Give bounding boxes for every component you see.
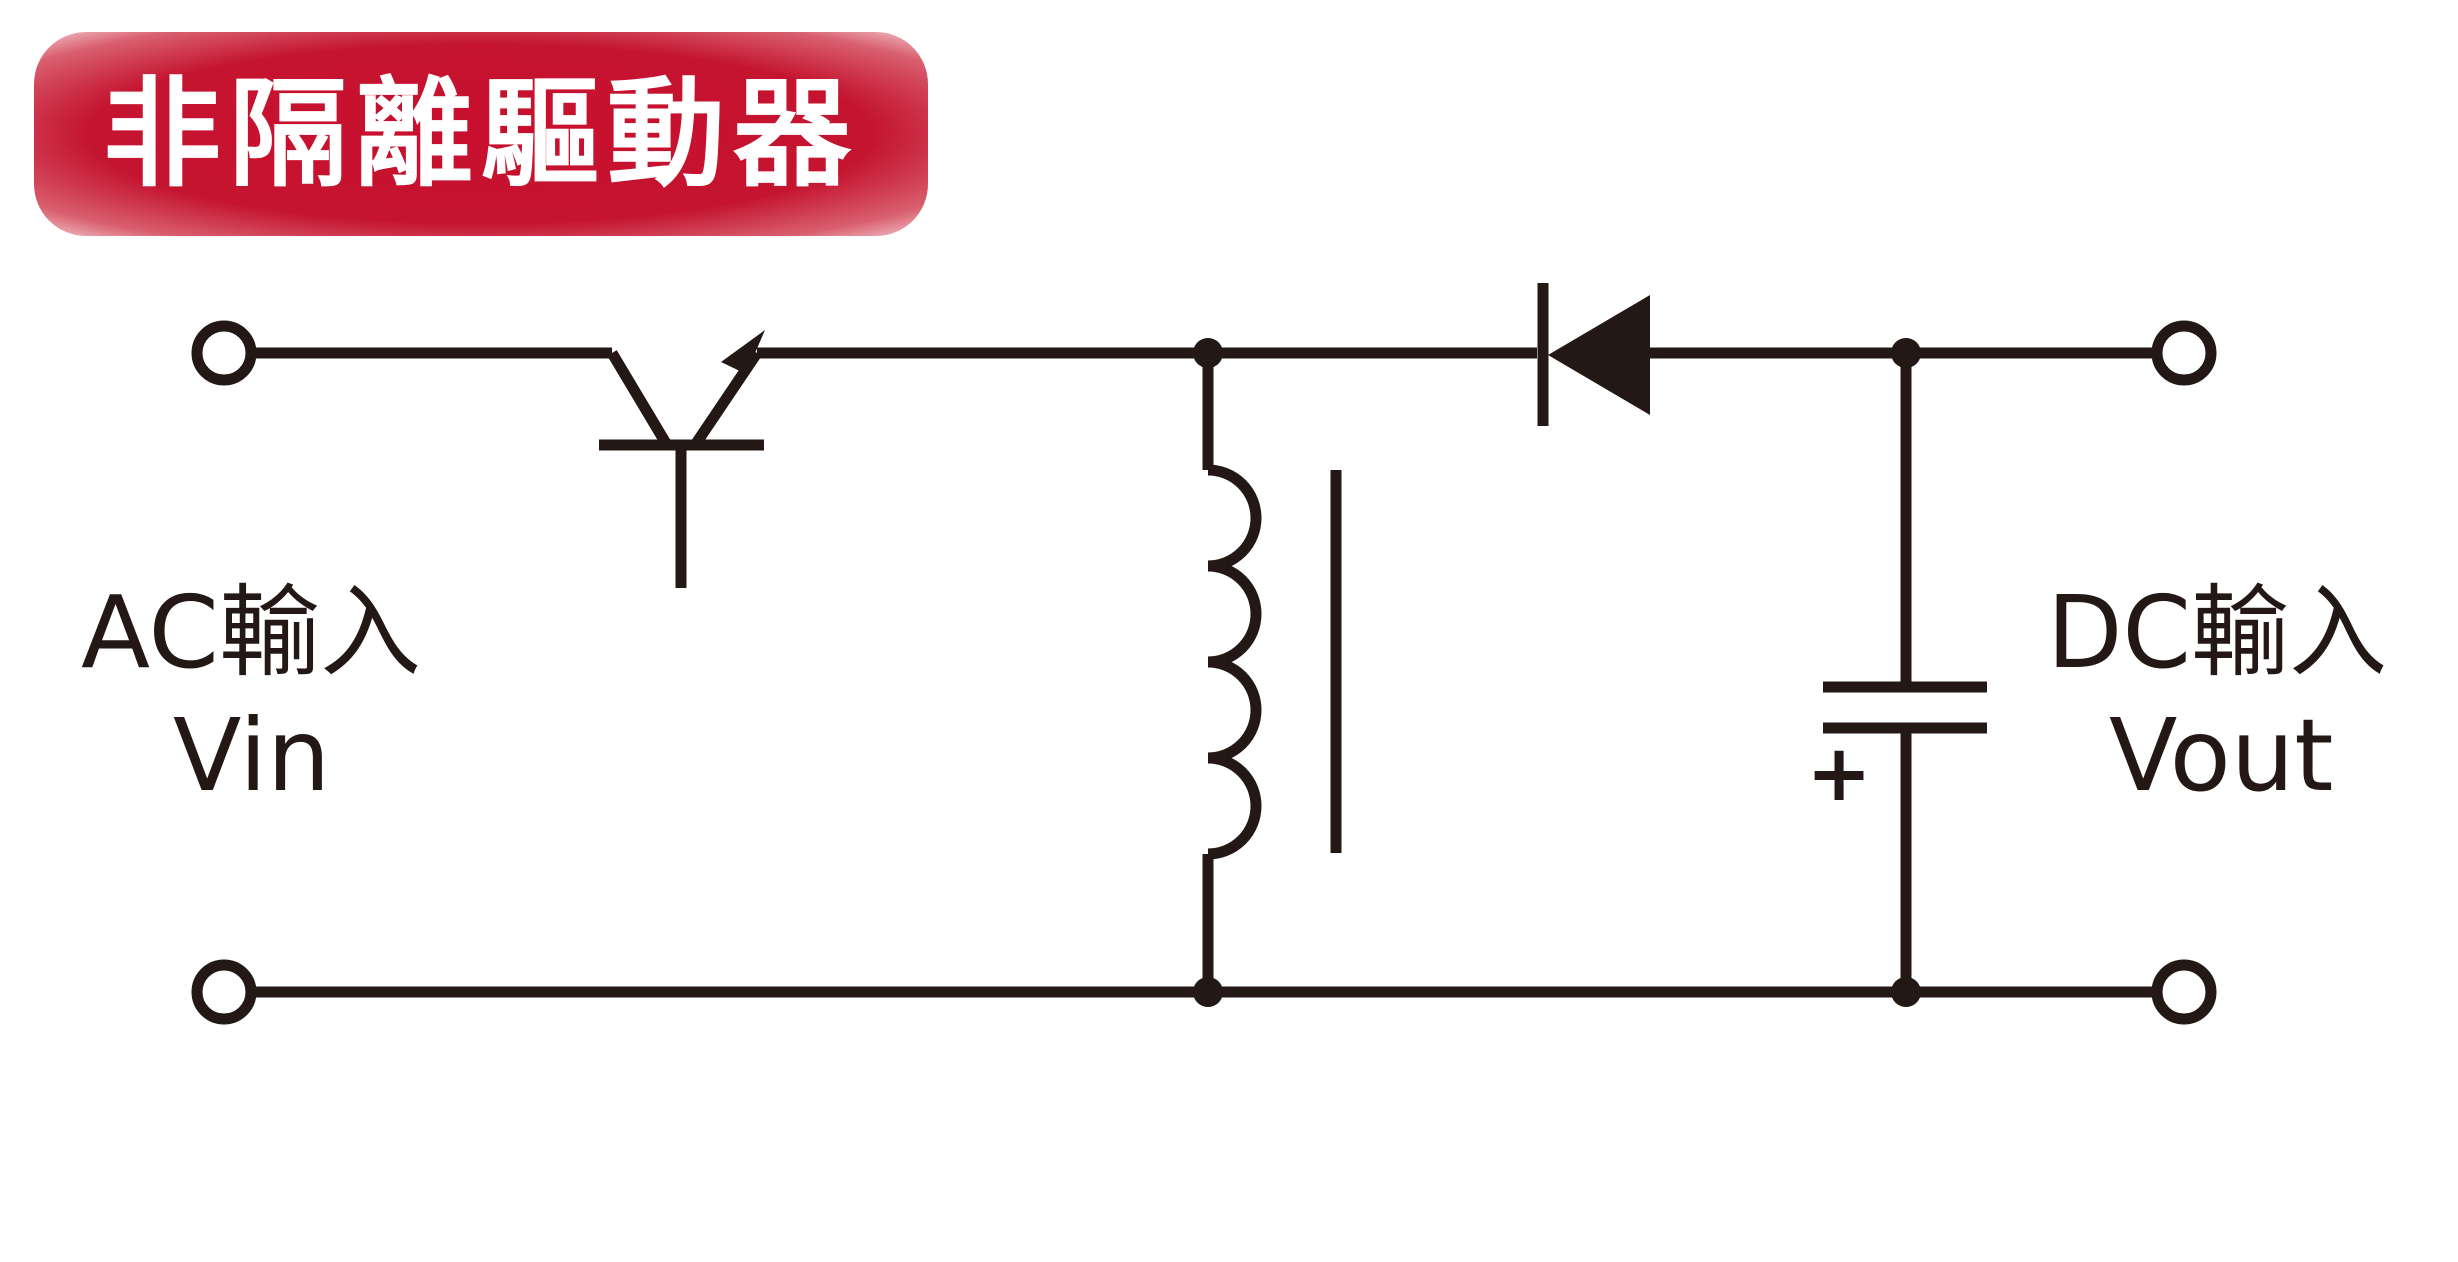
junction-dot [1193, 338, 1223, 368]
input-label-line1: AC輸入 [81, 574, 421, 691]
output-terminal-bottom [2151, 959, 2217, 1025]
junction-dot [1891, 977, 1921, 1007]
transistor-collector [607, 350, 672, 448]
capacitor-plus-sign: + [1806, 729, 1871, 819]
input-terminal-top [191, 320, 257, 386]
output-label-line2: Vout [2109, 697, 2333, 814]
junction-dot [1891, 338, 1921, 368]
diode-symbol [1537, 283, 1650, 426]
junction-dot [1193, 977, 1223, 1007]
input-label-line2: Vin [173, 697, 330, 814]
output-label-line1: DC輸入 [2047, 574, 2387, 691]
transistor-emitter-arrow-icon [721, 330, 765, 374]
transistor-symbol [599, 330, 765, 588]
output-terminal-top [2151, 320, 2217, 386]
title-badge: 非隔離驅動器 [34, 32, 928, 236]
diagram-title: 非隔離驅動器 [102, 65, 859, 203]
diode-triangle-icon [1548, 295, 1650, 415]
input-terminal-bottom [191, 959, 257, 1025]
inductor-coil [1207, 464, 1262, 860]
